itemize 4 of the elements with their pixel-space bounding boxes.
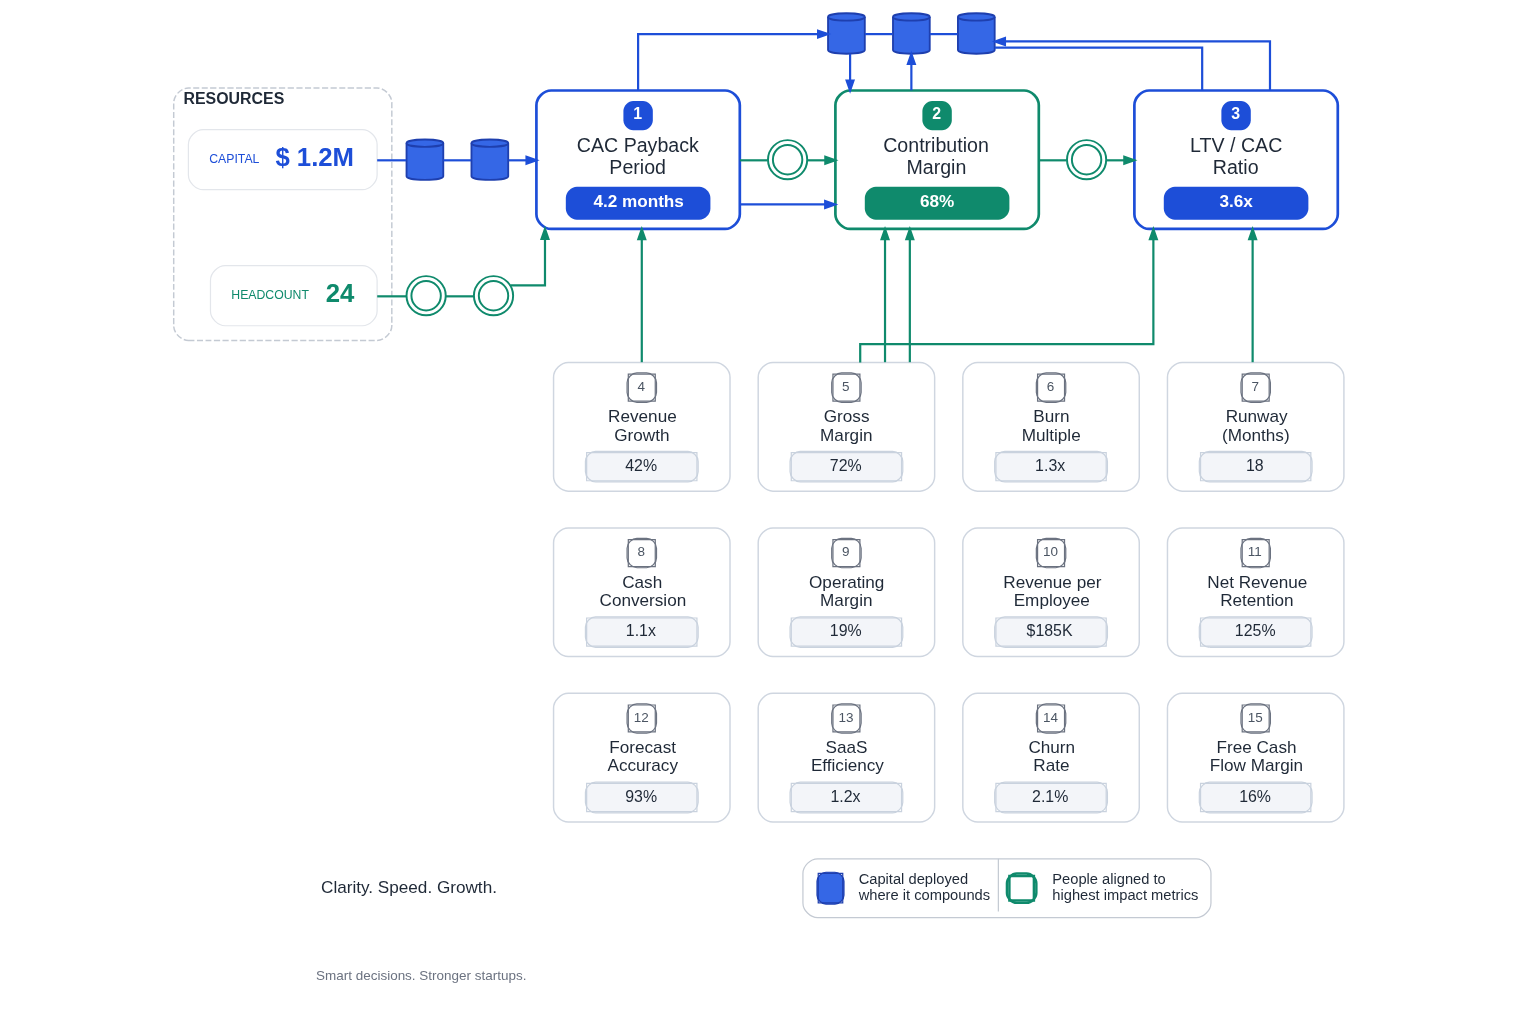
label: Clarity. Speed. Growth.	[321, 876, 497, 897]
legend-label: Capital deployed where it compounds	[858, 871, 991, 903]
legend-label: People aligned to highest impact metrics	[1052, 871, 1199, 903]
label: Smart decisions. Stronger startups.	[316, 967, 527, 983]
